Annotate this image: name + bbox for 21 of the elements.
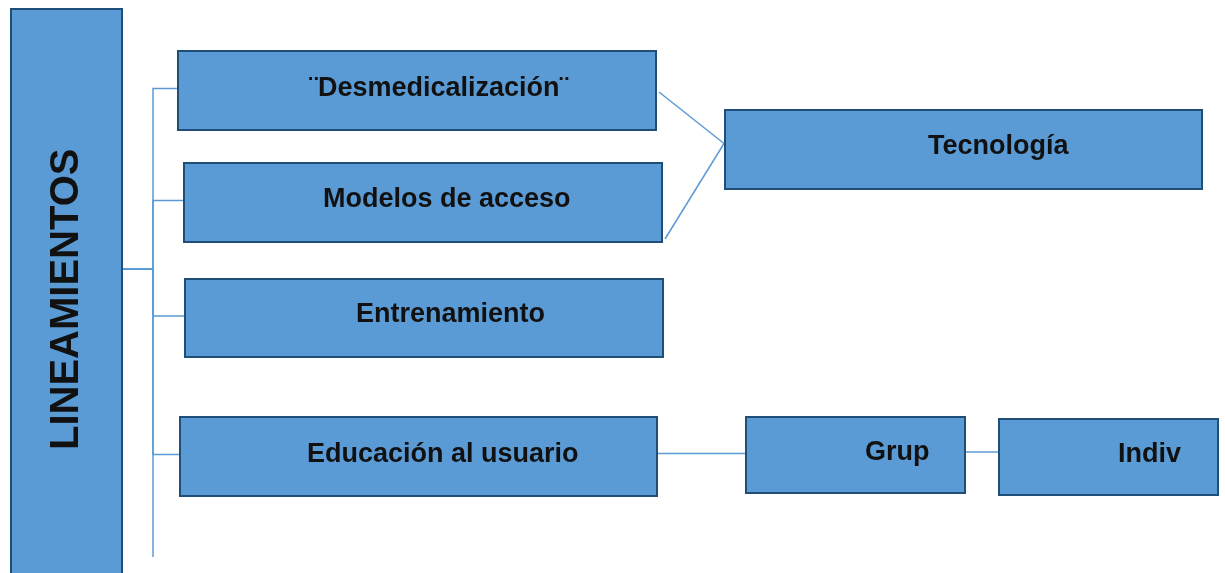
box-label: Tecnología [928, 132, 1069, 159]
connector-line [664, 142, 725, 240]
box-label: ¨Desmedicalización¨ [309, 74, 569, 101]
vertical-title: LINEAMIENTOS [44, 148, 84, 450]
connector-line [965, 451, 999, 453]
topic-box [745, 416, 966, 494]
title-bar [10, 8, 123, 573]
connector-line [657, 452, 746, 455]
topic-box [998, 418, 1219, 496]
topic-box [184, 278, 664, 358]
box-label: Educación al usuario [307, 440, 579, 467]
box-label: Indiv [1118, 440, 1181, 467]
connector-line [122, 268, 180, 456]
box-label: Entrenamiento [356, 300, 546, 327]
topic-box [183, 162, 663, 243]
topic-box [177, 50, 657, 131]
box-label: Grup [865, 438, 930, 465]
topic-box [724, 109, 1203, 190]
box-label: Modelos de acceso [323, 185, 571, 212]
connector-line [658, 91, 725, 145]
topic-box [179, 416, 658, 497]
